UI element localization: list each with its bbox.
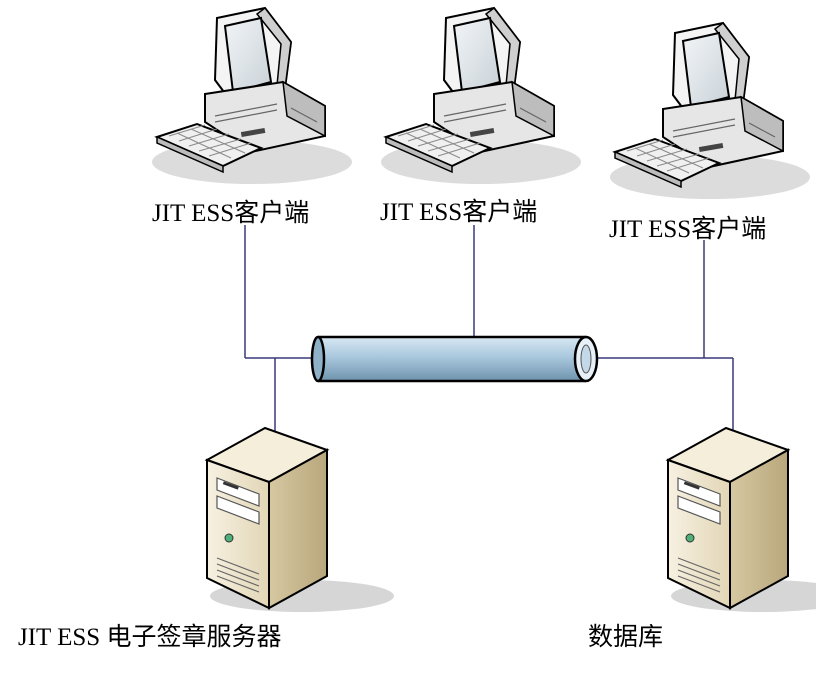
signature-server-icon xyxy=(206,427,395,613)
database-server-icon xyxy=(667,427,816,613)
network-bus-icon xyxy=(310,335,599,383)
client-1-computer-icon xyxy=(151,7,353,185)
database-label: 数据库 xyxy=(588,624,664,651)
client-2-computer-icon xyxy=(380,7,582,185)
server-label: JIT ESS 电子签章服务器 xyxy=(18,624,282,651)
client-3-computer-icon xyxy=(609,22,811,200)
client-3-label: JIT ESS客户端 xyxy=(609,216,767,243)
client-1-label: JIT ESS客户端 xyxy=(152,200,310,227)
client-2-label: JIT ESS客户端 xyxy=(380,199,538,226)
